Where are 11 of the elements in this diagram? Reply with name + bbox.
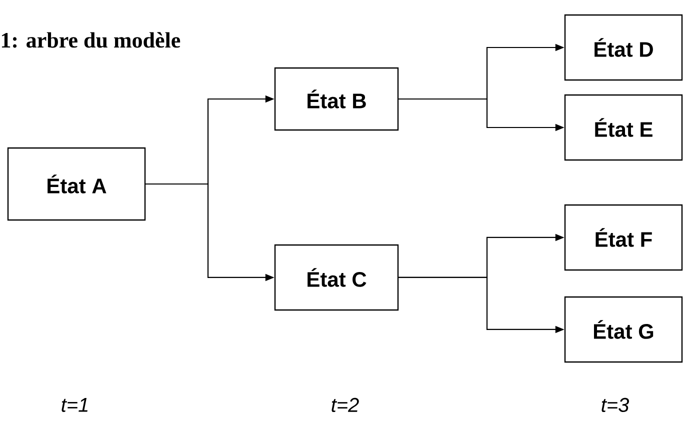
title: 1: arbre du modèle [2, 32, 180, 48]
state-box: État A [7, 147, 146, 221]
state-box: État F [564, 204, 683, 271]
time-label: t=2 [332, 398, 359, 412]
state-box: État G [564, 296, 683, 363]
state-box: État D [564, 14, 683, 81]
state-box: État B [274, 67, 399, 131]
state-box: État C [274, 244, 399, 311]
state-box: État E [564, 94, 683, 161]
time-label: t=3 [602, 398, 629, 412]
time-label: t=1 [62, 398, 88, 412]
